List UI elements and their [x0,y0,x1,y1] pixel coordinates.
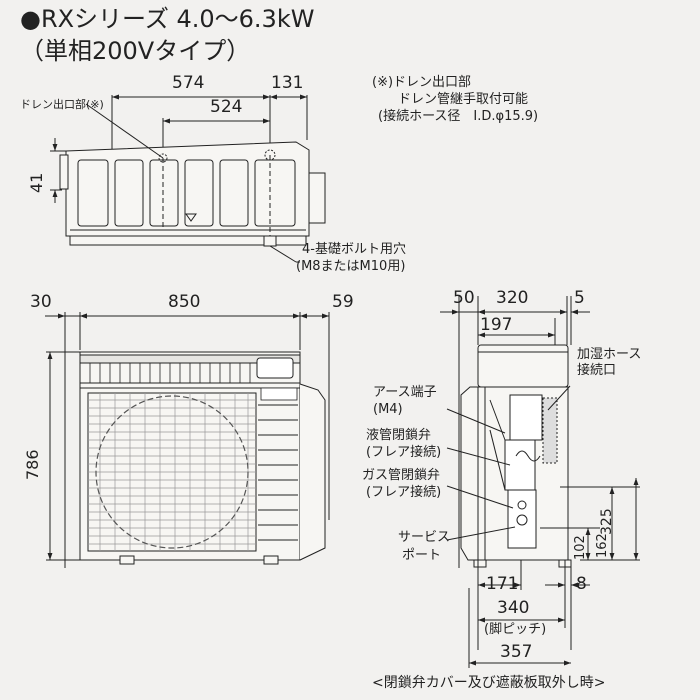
dim-171: 171 [486,574,519,594]
humidifier-hose-label-2: 接続口 [577,363,617,378]
dim-162: 162 [595,533,610,558]
front-view [45,312,330,568]
note-line-1: (※)ドレン出口部 [372,75,472,90]
dim-131: 131 [271,73,304,93]
dim-850: 850 [168,292,201,312]
dim-197: 197 [480,315,513,335]
footer-note: <閉鎖弁カバー及び遮蔽板取外し時> [372,675,606,691]
service-port-label-2: ポート [402,548,442,563]
dim-30: 30 [30,292,52,312]
earth-terminal-label-2: (M4) [373,402,403,417]
gas-valve-label-1: ガス管閉鎖弁 [362,468,441,483]
dim-320: 320 [496,288,529,308]
side-view [440,296,640,668]
gas-valve-label-2: (フレア接続) [366,485,442,500]
dim-357: 357 [500,642,533,662]
dim-786: 786 [23,449,42,480]
liquid-valve-label-2: (フレア接続) [366,445,442,460]
dim-102: 102 [573,535,588,560]
note-line-2: ドレン管継手取付可能 [398,92,529,107]
title-line-2: （単相200Vタイプ） [20,37,251,65]
earth-terminal-label-1: アース端子 [373,385,437,400]
bolt-note-line-2: (M8またはM10用) [296,259,406,274]
bolt-note-line-1: 4-基礎ボルト用穴 [302,242,406,257]
dim-5: 5 [574,288,585,308]
dim-340: 340 [497,598,530,618]
drain-outlet-label: ドレン出口部(※) [20,98,104,111]
leg-pitch-label: (脚ピッチ) [484,622,547,637]
note-line-3: (接続ホース径 I.D.φ15.9) [378,109,539,124]
dim-8: 8 [576,574,587,594]
dim-524: 524 [210,97,243,117]
top-view [50,94,326,263]
dim-59: 59 [332,292,354,312]
humidifier-hose-label-1: 加湿ホース [577,347,642,362]
service-port-label-1: サービス [398,530,451,545]
title-line-1: ●RXシリーズ 4.0〜6.3kW [20,5,315,33]
dim-41: 41 [27,172,46,193]
liquid-valve-label-1: 液管閉鎖弁 [366,428,432,443]
dim-50: 50 [453,288,475,308]
dim-574: 574 [172,73,205,93]
dim-325: 325 [599,508,615,535]
